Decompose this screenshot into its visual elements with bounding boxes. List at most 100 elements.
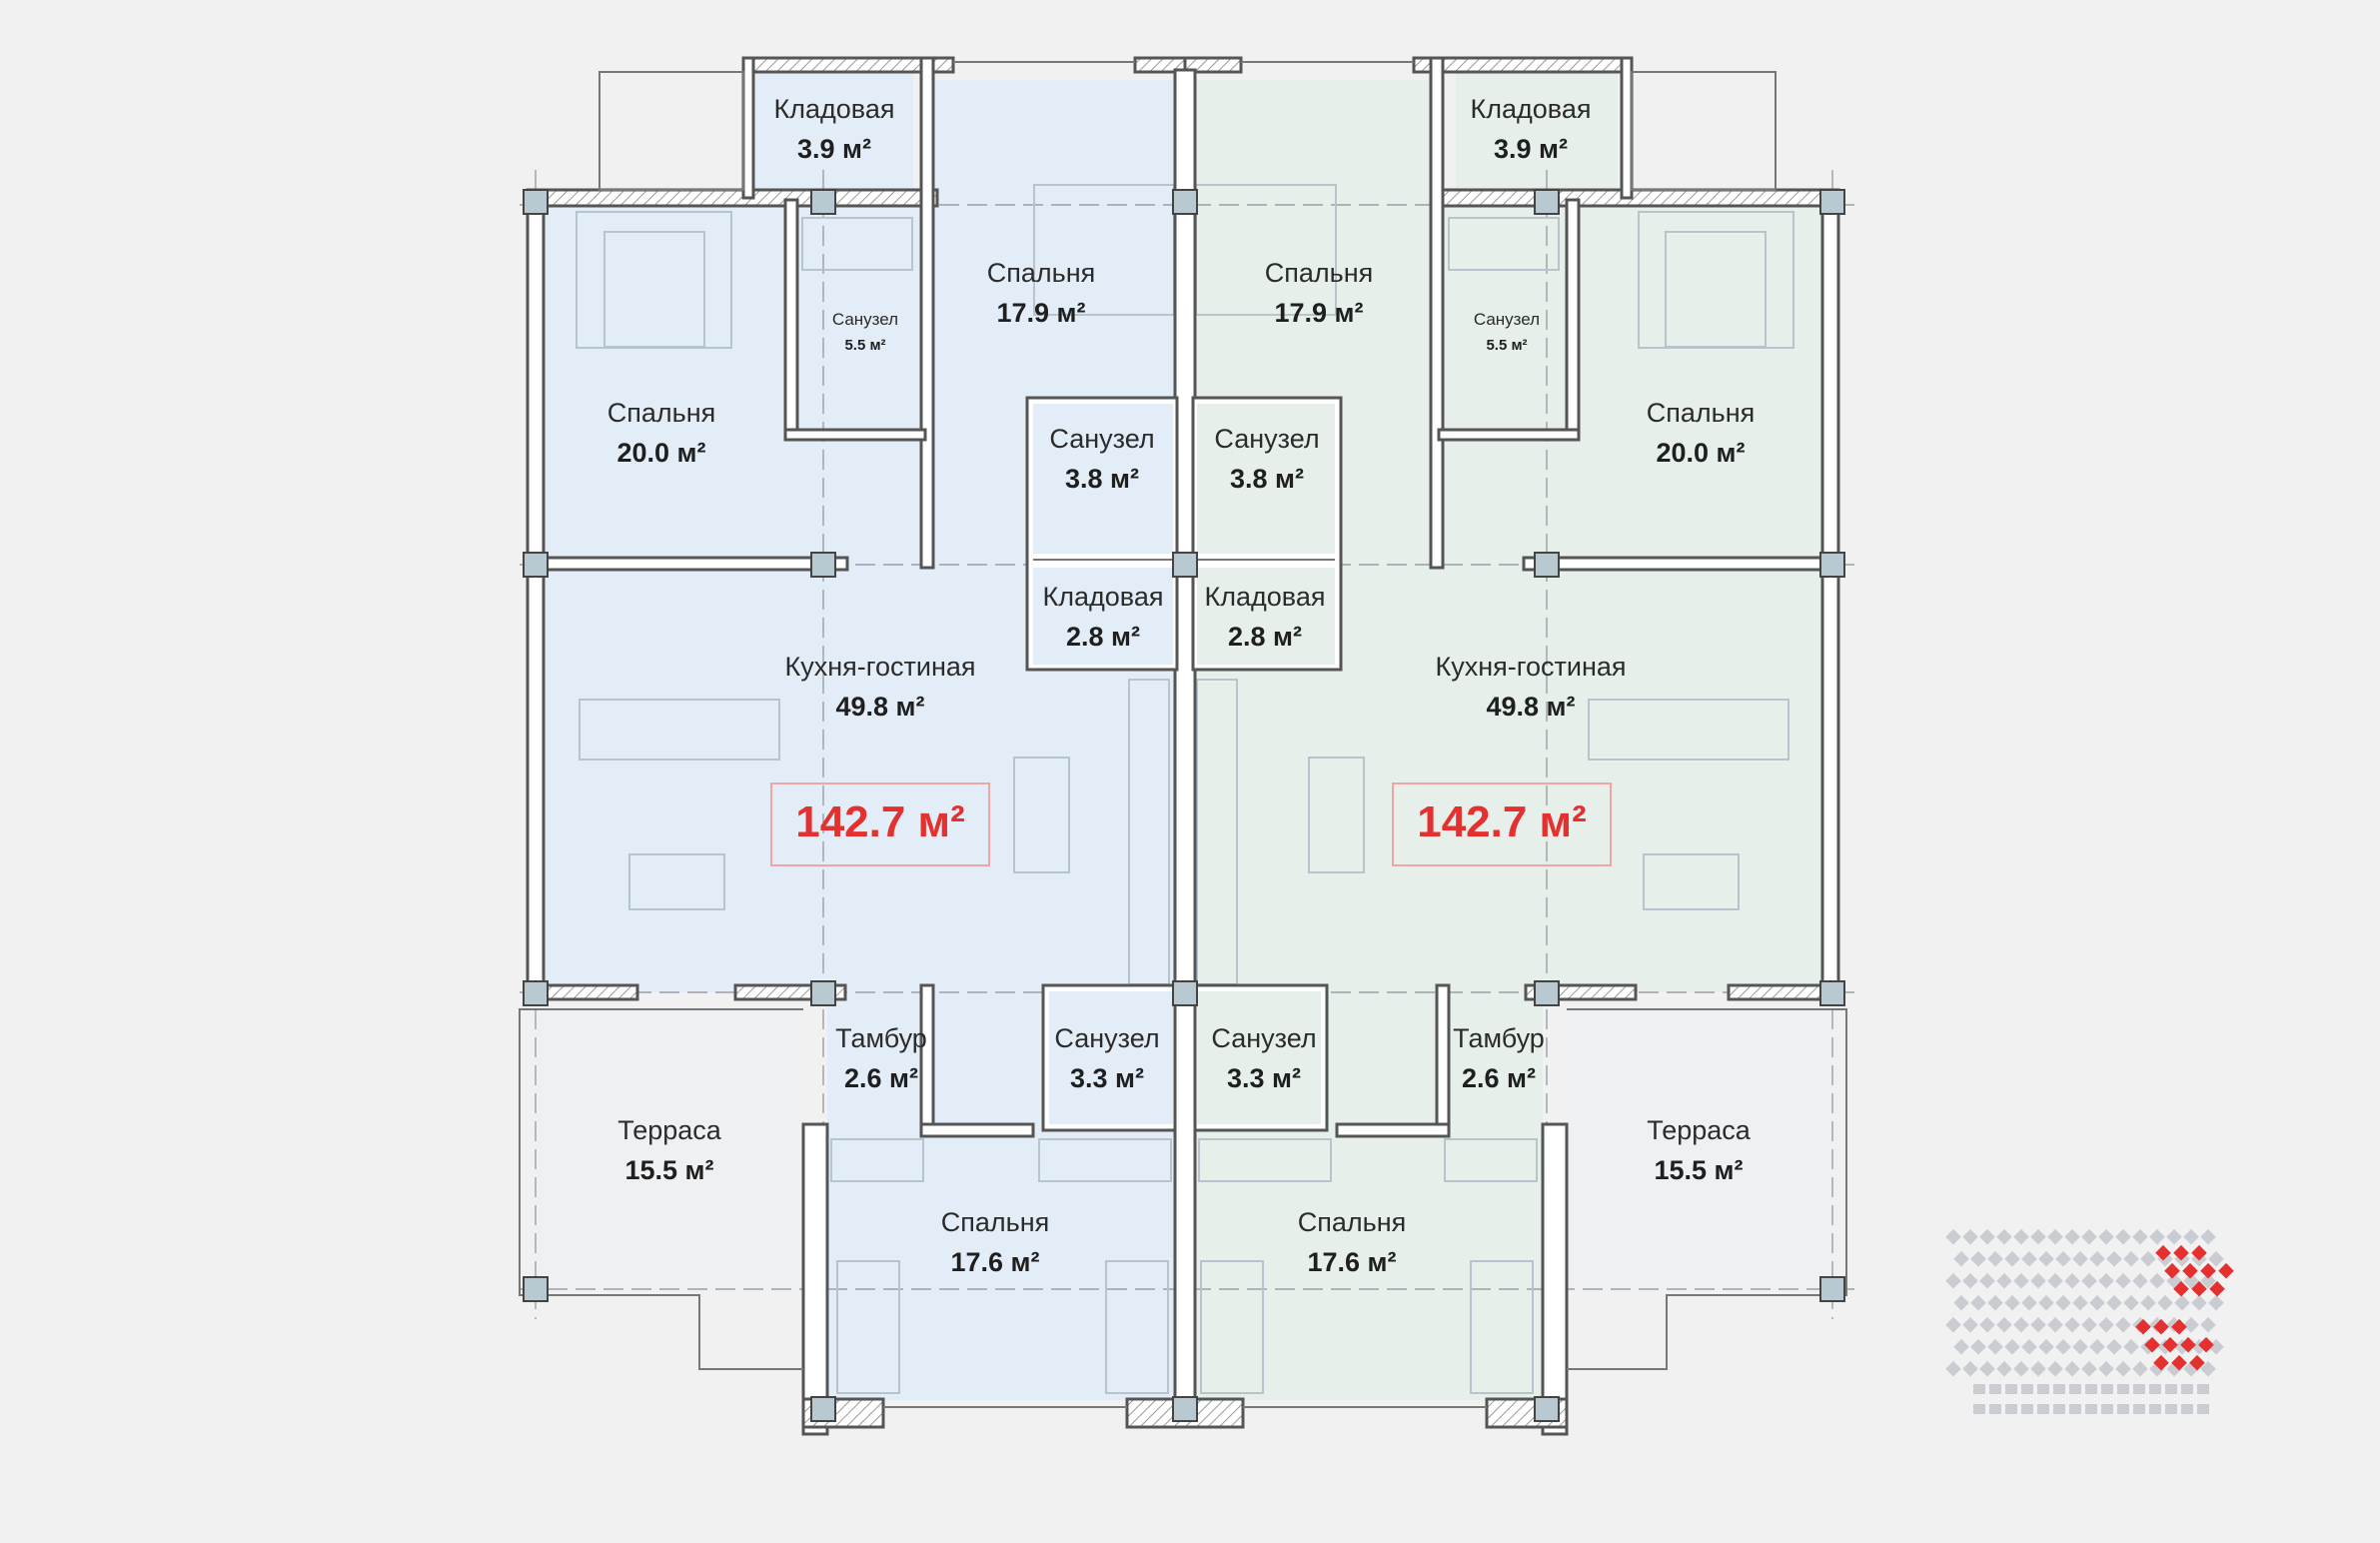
right-bedroom-south-name: Спальня <box>1298 1207 1407 1237</box>
minimap-block <box>2101 1384 2113 1394</box>
left-room-labels: Кладовая 3.9 м² Спальня 20.0 м² Санузел … <box>607 94 1164 1277</box>
minimap-block <box>1973 1404 1985 1414</box>
left-bedroom-north-name: Спальня <box>987 258 1096 288</box>
wall-top-storage-right <box>1412 56 1634 74</box>
wall-storage-right-side <box>1620 56 1634 200</box>
right-ensuite-bath <box>1448 217 1560 271</box>
left-terrace-area-label: 15.5 м² <box>624 1155 713 1185</box>
stairs-top-left <box>598 71 744 191</box>
minimap-house <box>2021 1250 2037 1267</box>
minimap-house <box>1970 1250 1986 1267</box>
column <box>1819 980 1845 1006</box>
right-center-storage-fill <box>1197 568 1335 665</box>
left-storage-center-name: Кладовая <box>1043 582 1164 612</box>
minimap-block <box>2021 1384 2033 1394</box>
left-total-area: 142.7 м² <box>795 797 965 846</box>
left-center-bath-fill <box>1033 404 1173 554</box>
minimap-block <box>2117 1404 2129 1414</box>
left-bedroom-master-name: Спальня <box>607 398 716 428</box>
minimap-block <box>2053 1384 2065 1394</box>
minimap-house <box>1996 1360 2012 1377</box>
minimap-house <box>1970 1338 1986 1355</box>
minimap-house <box>1979 1272 1995 1289</box>
minimap-block <box>2085 1384 2097 1394</box>
site-minimap <box>1893 1221 2238 1443</box>
minimap-house <box>2013 1316 2029 1333</box>
wall-vestibule-right <box>1435 983 1451 1132</box>
minimap-block <box>2149 1384 2161 1394</box>
right-storage-top-area <box>1456 66 1618 193</box>
wall-south-bed-left <box>801 1122 829 1436</box>
minimap-house <box>1953 1294 1969 1311</box>
column <box>523 552 549 578</box>
right-storage-top-area-label: 3.9 м² <box>1494 134 1568 164</box>
minimap-house <box>1987 1338 2003 1355</box>
minimap-house <box>2013 1272 2029 1289</box>
minimap-block <box>1989 1404 2001 1414</box>
wall-ensuite-left <box>783 198 799 442</box>
minimap-house <box>1996 1316 2012 1333</box>
wall-ensuite-right-bottom <box>1437 428 1581 442</box>
column <box>523 980 549 1006</box>
minimap-block <box>2037 1384 2049 1394</box>
column <box>810 189 836 215</box>
minimap-house <box>2013 1228 2029 1245</box>
right-vestibule-area <box>1439 992 1543 1130</box>
left-terrace-area <box>532 1009 806 1289</box>
stairs-top-right <box>1631 71 1777 191</box>
minimap-block <box>2149 1404 2161 1414</box>
right-south-bed-2 <box>1470 1260 1534 1394</box>
wall-ensuite-left-bottom <box>783 428 927 442</box>
left-dining-table <box>628 853 725 910</box>
right-vestibule-area-label: 2.6 м² <box>1462 1063 1536 1093</box>
left-storage-top-area-label: 3.9 м² <box>797 134 871 164</box>
wall-left-outer <box>526 188 546 997</box>
wall-top-right <box>1429 188 1840 208</box>
right-kitchen-name: Кухня-гостиная <box>1435 652 1626 682</box>
left-south-bath-fill <box>1049 991 1173 1124</box>
minimap-house <box>1979 1228 1995 1245</box>
minimap-block <box>1989 1384 2001 1394</box>
left-bathroom-south-area-label: 3.3 м² <box>1070 1063 1144 1093</box>
minimap-block <box>2197 1404 2209 1414</box>
wall-south-divider <box>919 1122 1035 1138</box>
wall-top-left <box>526 188 939 208</box>
left-south-bed-1 <box>836 1260 900 1394</box>
wall-center <box>1173 68 1197 1411</box>
left-storage-top-name: Кладовая <box>774 94 895 124</box>
right-bedroom-master-area-label: 20.0 м² <box>1656 438 1745 468</box>
left-sofa <box>579 699 780 761</box>
column <box>1172 552 1198 578</box>
right-wardrobe-2 <box>1444 1138 1538 1182</box>
right-storage-top-name: Кладовая <box>1471 94 1592 124</box>
column <box>523 189 549 215</box>
right-bedroom-south-area-label: 17.6 м² <box>1307 1247 1396 1277</box>
minimap-house <box>1953 1250 1969 1267</box>
column <box>1534 980 1560 1006</box>
minimap-house <box>1996 1272 2012 1289</box>
minimap-house <box>1945 1272 1961 1289</box>
minimap-block <box>2037 1404 2049 1414</box>
right-kitchen-area-label: 49.8 м² <box>1486 692 1575 722</box>
wall-top-center-right <box>1183 56 1243 74</box>
right-bathroom-center-name: Санузел <box>1214 424 1319 454</box>
right-terrace-name: Терраса <box>1647 1115 1752 1145</box>
right-terrace-area-label: 15.5 м² <box>1654 1155 1743 1185</box>
right-bedroom-north-area-label: 17.9 м² <box>1274 298 1363 328</box>
wall-storage-left-side <box>741 56 755 200</box>
terrace-right-outline <box>1567 1008 1847 1370</box>
minimap-block <box>2133 1384 2145 1394</box>
left-center-storage-fill <box>1033 568 1173 665</box>
right-bathroom-south-area-label: 3.3 м² <box>1227 1063 1301 1093</box>
minimap-house <box>2013 1360 2029 1377</box>
right-bathroom-center-area-label: 3.8 м² <box>1230 464 1304 494</box>
minimap-house <box>1953 1338 1969 1355</box>
minimap-house <box>2004 1294 2020 1311</box>
wall-vestibule-left <box>919 983 935 1132</box>
column <box>810 552 836 578</box>
minimap-block <box>2005 1404 2017 1414</box>
right-bedroom-south-area <box>1194 1130 1543 1400</box>
left-vestibule-area <box>827 992 931 1130</box>
right-vestibule-name: Тамбур <box>1453 1023 1545 1053</box>
minimap-house <box>1962 1228 1978 1245</box>
